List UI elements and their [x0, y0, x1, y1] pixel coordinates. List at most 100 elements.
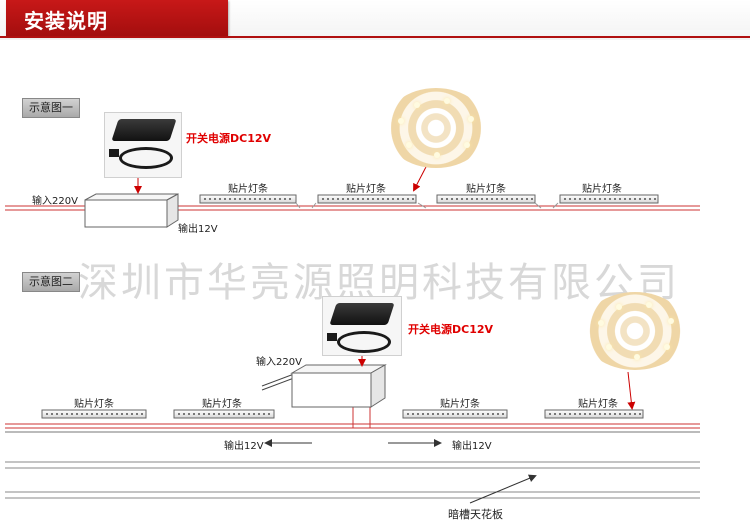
strip-led	[51, 413, 53, 415]
strip-led	[392, 198, 394, 200]
strip-led	[61, 413, 63, 415]
diagram1-strip-label-4: 贴片灯条	[582, 184, 622, 195]
strip-led	[451, 198, 453, 200]
strip-led	[574, 413, 576, 415]
strip-led	[101, 413, 103, 415]
strip-led	[594, 413, 596, 415]
strip-led	[624, 413, 626, 415]
strip-led	[203, 413, 205, 415]
strip-led	[589, 413, 591, 415]
strip-led	[46, 413, 48, 415]
strip-led	[599, 413, 601, 415]
strip-led	[466, 198, 468, 200]
strip-led	[619, 198, 621, 200]
strip-led	[457, 413, 459, 415]
diagram2-psu-box	[290, 364, 387, 408]
strip-led	[357, 198, 359, 200]
strip-led	[208, 413, 210, 415]
strip-led	[644, 198, 646, 200]
cord-icon	[119, 147, 173, 169]
strip-led	[91, 413, 93, 415]
strip-led	[86, 413, 88, 415]
strip-led	[497, 413, 499, 415]
strip-led	[624, 198, 626, 200]
strip-led	[244, 198, 246, 200]
strip-led	[387, 198, 389, 200]
strip-led	[279, 198, 281, 200]
strip-led	[116, 413, 118, 415]
strip-led	[223, 413, 225, 415]
diagram1-input-label: 输入220V	[32, 196, 78, 207]
diagram2-tag: 示意图二	[22, 272, 80, 292]
plug-icon	[109, 149, 119, 157]
strip-led	[263, 413, 265, 415]
diagram1-strip-joins	[295, 202, 559, 209]
strip-led	[178, 413, 180, 415]
strip-led	[447, 413, 449, 415]
strip-led	[258, 413, 260, 415]
power-adapter-icon	[329, 303, 395, 325]
strip-led	[407, 413, 409, 415]
strip-led	[554, 413, 556, 415]
strip-led	[437, 413, 439, 415]
strip-led	[264, 198, 266, 200]
strip-led	[248, 413, 250, 415]
strip-led	[629, 413, 631, 415]
strip-led	[347, 198, 349, 200]
diagram1-psu-label: 开关电源DC12V	[186, 132, 272, 145]
strip-led	[412, 413, 414, 415]
diagram1-strip-label-3: 贴片灯条	[466, 184, 506, 195]
diagram1-output-label: 输出12V	[178, 224, 218, 235]
strip-led	[259, 198, 261, 200]
cord-icon	[337, 331, 391, 353]
strip-led	[239, 198, 241, 200]
diagram1-strip-label-1: 贴片灯条	[228, 184, 268, 195]
header-divider	[0, 36, 750, 38]
strip-led	[467, 413, 469, 415]
strip-led	[66, 413, 68, 415]
strip-led	[337, 198, 339, 200]
strip-led	[564, 413, 566, 415]
strip-led	[569, 198, 571, 200]
strip-led	[487, 413, 489, 415]
strip-led	[76, 413, 78, 415]
strip-led	[214, 198, 216, 200]
strip-led	[131, 413, 133, 415]
plug-icon	[327, 333, 337, 341]
ceiling-cove-label: 暗槽天花板	[448, 508, 503, 521]
strip-led	[614, 413, 616, 415]
strip-led	[213, 413, 215, 415]
strip-led	[574, 198, 576, 200]
strip-led	[209, 198, 211, 200]
strip-led	[614, 198, 616, 200]
led-reel-image-1	[384, 88, 488, 168]
strip-led	[584, 198, 586, 200]
diagram2-reel-arrow	[627, 371, 636, 410]
strip-led	[492, 413, 494, 415]
strip-led	[56, 413, 58, 415]
strip-led	[96, 413, 98, 415]
strip-led	[427, 413, 429, 415]
strip-led	[322, 198, 324, 200]
diagram2-wires	[5, 373, 700, 433]
strip-led	[442, 413, 444, 415]
strip-led	[579, 413, 581, 415]
strip-led	[639, 198, 641, 200]
strip-led	[549, 413, 551, 415]
strip-led	[496, 198, 498, 200]
strip-led	[218, 413, 220, 415]
strip-led	[634, 413, 636, 415]
power-adapter-icon	[111, 119, 177, 141]
strip-led	[253, 413, 255, 415]
strip-led	[71, 413, 73, 415]
strip-led	[268, 413, 270, 415]
strip-led	[136, 413, 138, 415]
strip-led	[362, 198, 364, 200]
strip-led	[233, 413, 235, 415]
strip-led	[441, 198, 443, 200]
diagram2-psu-photo	[322, 296, 402, 356]
strip-led	[446, 198, 448, 200]
strip-led	[183, 413, 185, 415]
strip-led	[407, 198, 409, 200]
page-title: 安装说明	[24, 9, 108, 33]
